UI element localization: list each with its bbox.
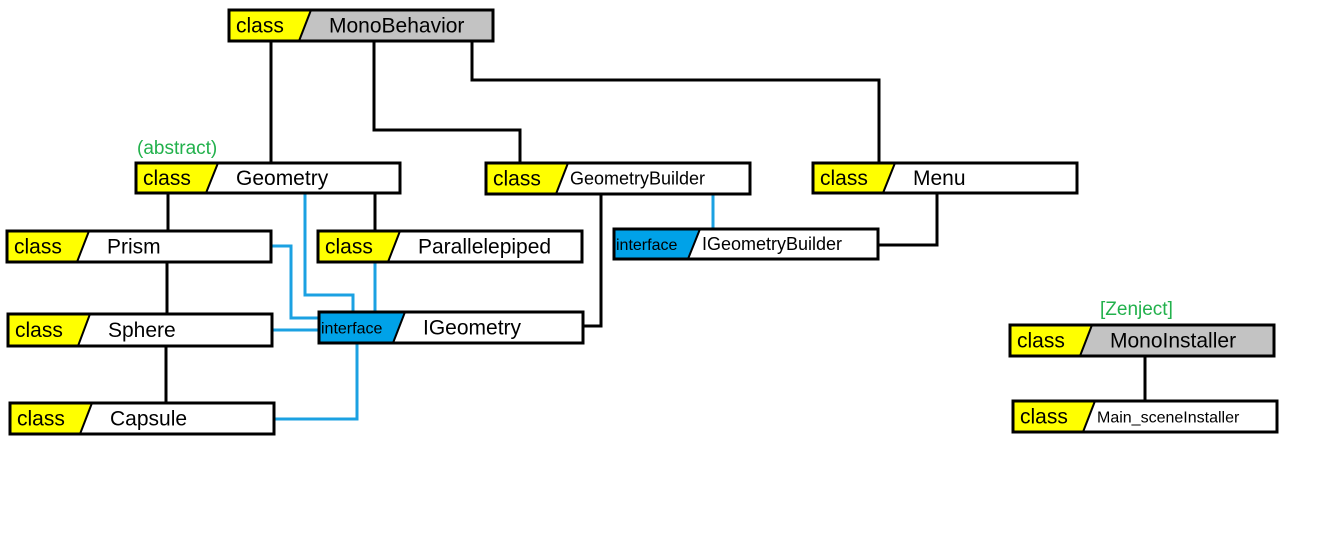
node-border <box>317 310 585 345</box>
tag-divider <box>555 162 569 195</box>
node-border <box>1011 399 1279 434</box>
node-igeometrybuilder: interface IGeometryBuilder <box>612 227 880 261</box>
class-keyword: class <box>143 167 191 190</box>
line-monobehavior-menu <box>470 41 881 163</box>
class-tag <box>7 231 89 262</box>
tag-divider <box>387 230 401 263</box>
connector-lines <box>164 41 1147 421</box>
tag-divider <box>1079 324 1093 357</box>
node-border <box>316 229 584 264</box>
interface-keyword: interface <box>616 237 677 254</box>
interface-keyword: interface <box>321 321 382 338</box>
node-border <box>134 161 402 195</box>
class-tag <box>8 314 90 346</box>
line-menu-igeometrybuilder <box>878 193 939 247</box>
zenject-note: [Zenject] <box>1100 299 1173 320</box>
node-menu: class Menu <box>811 161 1079 195</box>
node-name: Parallelepiped <box>418 236 551 259</box>
node-main-sceneinstaller: class Main_sceneInstaller <box>1011 399 1279 434</box>
node-border <box>484 161 752 196</box>
node-prism: class Prism <box>5 229 273 264</box>
class-tag <box>10 403 92 434</box>
node-border <box>1008 323 1276 358</box>
node-name: Prism <box>107 236 161 259</box>
class-keyword: class <box>15 319 63 342</box>
node-igeometry: interface IGeometry <box>317 310 585 345</box>
node-name: Capsule <box>110 408 187 431</box>
class-keyword: class <box>325 236 373 259</box>
node-geometrybuilder: class GeometryBuilder <box>484 161 752 196</box>
node-sphere: class Sphere <box>6 312 274 348</box>
node-border <box>6 312 274 348</box>
node-name: GeometryBuilder <box>570 169 705 189</box>
node-monoinstaller: class MonoInstaller <box>1008 323 1276 358</box>
class-keyword: class <box>17 408 65 431</box>
line-geometrybuilder-igeometry <box>583 194 603 328</box>
tag-divider <box>298 9 312 42</box>
class-tag <box>486 163 568 194</box>
node-capsule: class Capsule <box>8 401 276 436</box>
line-capsule-igeometry <box>274 343 359 421</box>
class-keyword: class <box>1020 406 1068 429</box>
tag-divider <box>392 311 406 344</box>
class-tag <box>136 163 218 193</box>
interface-tag <box>614 229 700 259</box>
abstract-note: (abstract) <box>137 138 217 159</box>
node-name: Geometry <box>236 167 329 190</box>
tag-divider <box>79 402 93 435</box>
node-border <box>227 8 495 43</box>
node-border <box>5 229 273 264</box>
line-geometry-igeometry <box>303 193 355 312</box>
tag-divider <box>687 228 701 260</box>
node-monobehavior: class MonoBehavior <box>227 8 495 43</box>
node-border <box>811 161 1079 195</box>
tag-divider <box>1082 400 1096 433</box>
class-tag <box>318 231 400 262</box>
node-name: IGeometry <box>423 317 522 340</box>
node-geometry: class Geometry <box>134 161 402 195</box>
class-keyword: class <box>493 168 541 191</box>
node-parallelepiped: class Parallelepiped <box>316 229 584 264</box>
class-keyword: class <box>14 236 62 259</box>
class-tag <box>813 163 895 193</box>
tag-divider <box>205 162 219 194</box>
tag-divider <box>76 230 90 263</box>
class-keyword: class <box>236 15 284 38</box>
class-keyword: class <box>1017 330 1065 353</box>
node-border <box>612 227 880 261</box>
node-name: MonoInstaller <box>1110 330 1236 353</box>
tag-divider <box>77 313 91 347</box>
node-name: Sphere <box>108 319 176 342</box>
node-name: Menu <box>913 167 966 190</box>
class-keyword: class <box>820 167 868 190</box>
class-tag <box>229 10 311 41</box>
class-tag <box>1013 401 1095 432</box>
tag-divider <box>882 162 896 194</box>
class-tag <box>1010 325 1092 356</box>
node-name: IGeometryBuilder <box>702 234 842 254</box>
node-border <box>8 401 276 436</box>
line-prism-igeometry <box>271 244 319 320</box>
interface-tag <box>319 312 405 343</box>
node-name: Main_sceneInstaller <box>1097 410 1240 427</box>
line-monobehavior-geometrybuilder <box>372 41 522 163</box>
node-name: MonoBehavior <box>329 15 464 38</box>
